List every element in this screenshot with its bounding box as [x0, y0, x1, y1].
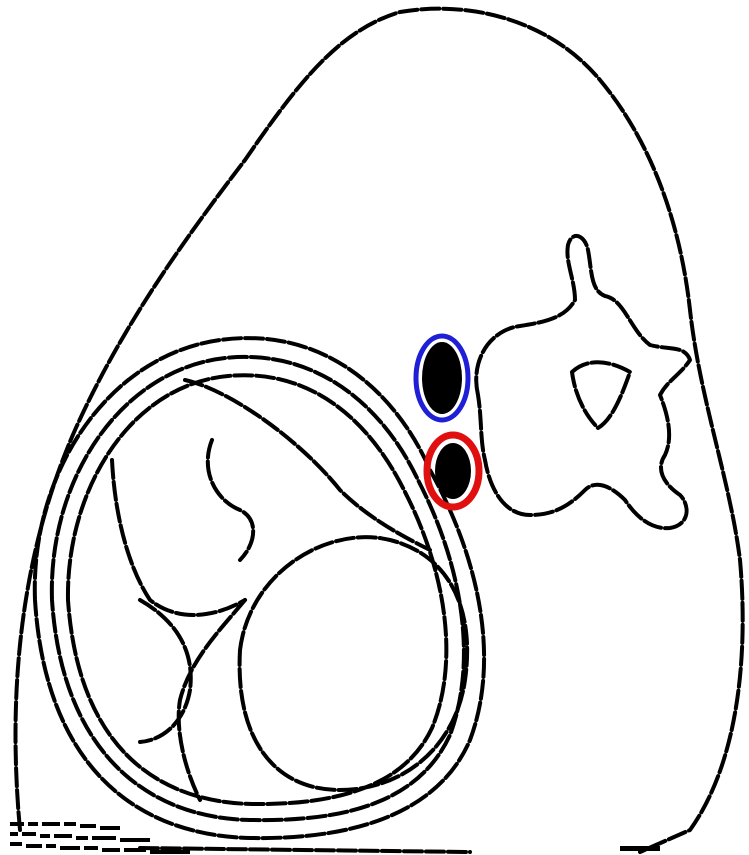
vertebral-foramen: [572, 362, 630, 428]
pericardial-middle-ring: [52, 357, 464, 820]
vessel-blue-lumen: [422, 342, 462, 414]
inner-partition-curve: [185, 380, 430, 550]
left-chamber-line: [112, 460, 245, 615]
round-chamber: [240, 537, 468, 790]
vertebra-outline: [476, 236, 690, 528]
lower-chamber-line: [140, 600, 191, 742]
small-chamber-loop: [208, 440, 253, 560]
vessel-red-lumen: [435, 443, 471, 499]
